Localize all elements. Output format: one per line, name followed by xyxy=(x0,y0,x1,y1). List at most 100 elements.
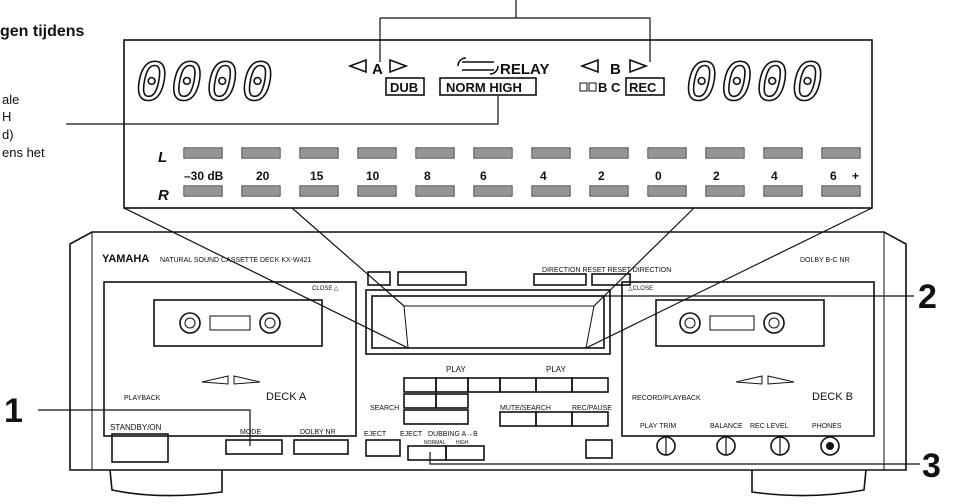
rec-pause-button[interactable] xyxy=(571,411,609,427)
meter-segment-l xyxy=(647,147,687,159)
meter-segment-r xyxy=(473,185,513,197)
brand-logo: YAMAHA xyxy=(102,253,149,265)
eject-b-button[interactable] xyxy=(585,439,613,459)
intro-heading: gen tijdens xyxy=(0,23,85,40)
rewind-a-button[interactable] xyxy=(403,377,437,393)
rec-pause-label: REC/PAUSE xyxy=(572,405,612,412)
callout-3: 3 xyxy=(922,447,941,485)
meter-segment-l xyxy=(241,147,281,159)
dub-indicator: DUB xyxy=(390,80,418,95)
deck-a-door[interactable] xyxy=(103,281,357,437)
direction-a-button[interactable] xyxy=(533,273,587,286)
level-meters xyxy=(183,147,861,197)
deck-b-indicator: B xyxy=(610,61,621,78)
dolby-logo: DOLBY B-C NR xyxy=(800,257,850,264)
meter-segment-l xyxy=(705,147,745,159)
scale-label: –30 dB xyxy=(184,169,224,183)
rewind-b-button[interactable] xyxy=(499,377,537,393)
meter-segment-l xyxy=(415,147,455,159)
leader-norm-high xyxy=(66,96,499,125)
ff-a-button[interactable] xyxy=(467,377,501,393)
high-label: HIGH xyxy=(456,440,469,446)
scale-label: 2 xyxy=(598,169,605,183)
play-b-button[interactable] xyxy=(535,377,573,393)
eject-b-label: EJECT xyxy=(400,431,423,438)
reel-icon xyxy=(179,312,201,334)
meter-segment-r xyxy=(183,185,223,197)
reverse-arrow-a-icon xyxy=(347,58,367,74)
meter-segment-r xyxy=(415,185,455,197)
counter-right: 0000 xyxy=(686,53,827,113)
dubbing-normal-button[interactable] xyxy=(407,445,447,461)
intro-line-4: ens het xyxy=(2,145,45,160)
pause-a-button[interactable] xyxy=(403,409,469,425)
scale-label: 10 xyxy=(366,169,380,183)
scale-label: 6 xyxy=(480,169,487,183)
direction-labels: DIRECTION RESET RESET DIRECTION xyxy=(542,267,671,274)
meter-segment-l xyxy=(763,147,803,159)
mode-button[interactable] xyxy=(225,439,283,455)
meter-segment-r xyxy=(357,185,397,197)
scale-label: 4 xyxy=(540,169,547,183)
search-a-button[interactable] xyxy=(403,393,437,409)
meter-segment-r xyxy=(705,185,745,197)
norm-high-indicator: NORM HIGH xyxy=(446,80,522,95)
mute-search-button[interactable] xyxy=(499,411,537,427)
meter-segment-l xyxy=(357,147,397,159)
stop-a-button[interactable] xyxy=(435,393,469,409)
deck-a-label: DECK A xyxy=(266,391,307,403)
meter-segment-r xyxy=(241,185,281,197)
stop-b-button[interactable] xyxy=(535,411,573,427)
callout-2: 2 xyxy=(918,278,937,316)
meter-label-r: R xyxy=(158,187,169,204)
eject-a-label: EJECT xyxy=(364,431,387,438)
deck-b-cassette-window xyxy=(655,299,825,347)
dubbing-high-button[interactable] xyxy=(445,445,485,461)
phones-jack[interactable] xyxy=(820,436,840,456)
play-a-label: PLAY xyxy=(446,365,467,374)
record-playback-label: RECORD/PLAYBACK xyxy=(632,395,701,402)
scale-label: 20 xyxy=(256,169,270,183)
scale-label: + xyxy=(852,169,859,183)
meter-scale: –30 dB 20 15 10 8 6 4 2 0 2 4 6 + xyxy=(184,169,859,183)
relay-icon xyxy=(457,57,499,75)
rec-indicator: REC xyxy=(629,80,657,95)
dolby-nr-button[interactable] xyxy=(293,439,349,455)
leader-1 xyxy=(38,409,251,446)
reset-button[interactable] xyxy=(591,273,631,286)
leader-dub-rec xyxy=(379,0,651,62)
display-panel: 0000 0000 A DUB RELAY NORM HIGH B B C RE… xyxy=(123,39,873,209)
meter-segment-l xyxy=(589,147,629,159)
meter-segment-r xyxy=(589,185,629,197)
dolby-icon xyxy=(579,82,588,92)
scale-label: 0 xyxy=(655,169,662,183)
play-b-label: PLAY xyxy=(546,365,567,374)
cassette-deck: YAMAHA NATURAL SOUND CASSETTE DECK KX-W4… xyxy=(69,231,907,497)
ff-b-button[interactable] xyxy=(571,377,609,393)
tape-direction-icon xyxy=(735,375,795,385)
meter-segment-l xyxy=(821,147,861,159)
scale-label: 4 xyxy=(771,169,778,183)
tape-direction-icon xyxy=(201,375,261,385)
balance-label: BALANCE xyxy=(710,423,743,430)
meter-segment-l xyxy=(183,147,223,159)
intro-line-1: ale xyxy=(2,92,19,107)
model-name: NATURAL SOUND CASSETTE DECK KX-W421 xyxy=(160,257,311,264)
zoom-lines xyxy=(123,207,873,349)
eject-a-button[interactable] xyxy=(365,439,401,457)
meter-segment-r xyxy=(821,185,861,197)
deck-a-indicator: A xyxy=(372,61,383,78)
meter-segment-r xyxy=(647,185,687,197)
reel-icon xyxy=(679,312,701,334)
callout-1: 1 xyxy=(4,392,23,430)
top-wide-button[interactable] xyxy=(397,271,467,286)
standby-label: STANDBY/ON xyxy=(110,423,162,432)
mute-search-label: MUTE/SEARCH xyxy=(500,405,551,412)
standby-on-button[interactable] xyxy=(111,433,169,463)
play-a-button[interactable] xyxy=(435,377,469,393)
small-top-button[interactable] xyxy=(367,271,391,286)
close-a-label: CLOSE △ xyxy=(312,286,339,292)
deck-b-door[interactable] xyxy=(621,281,875,437)
forward-arrow-a-icon xyxy=(389,58,409,74)
